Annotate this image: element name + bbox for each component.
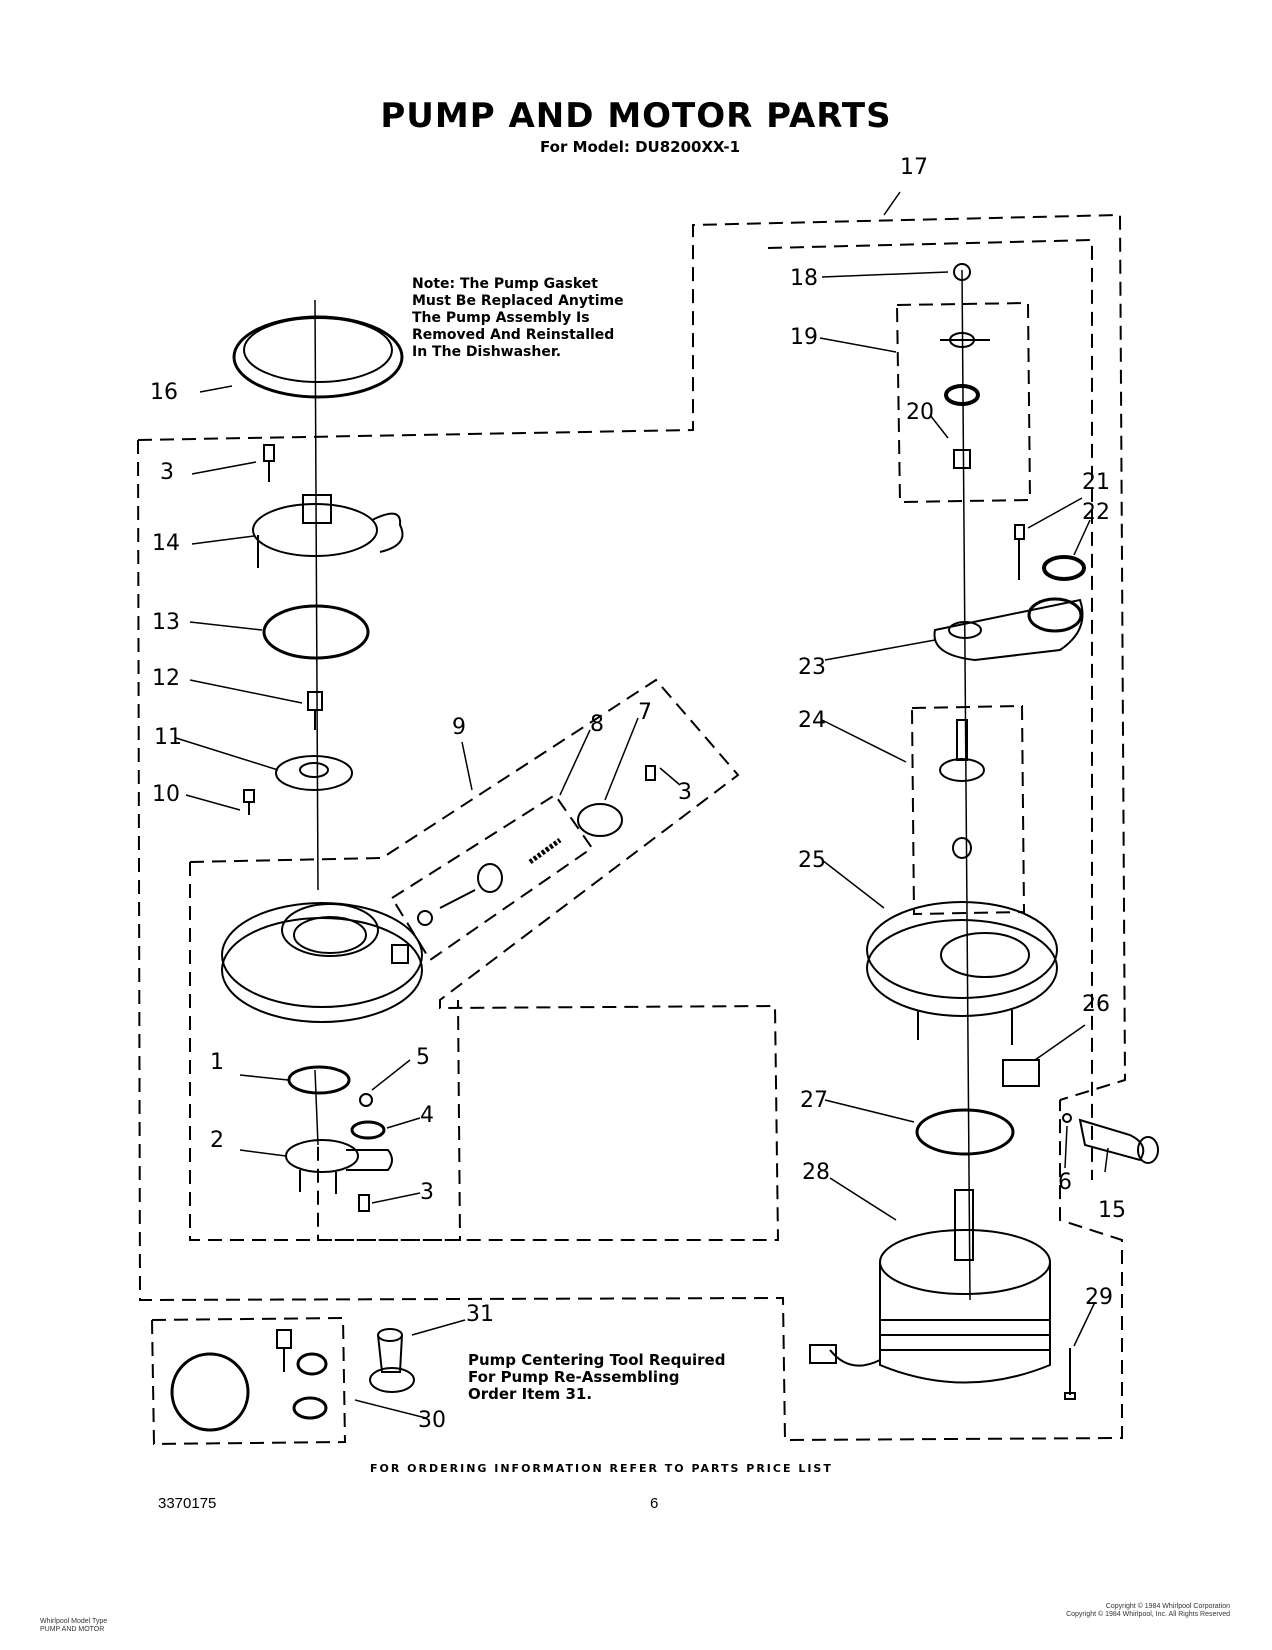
pump-gasket-part [232, 315, 404, 399]
callout-11: 11 [154, 725, 182, 750]
ball-part-5 [359, 1093, 373, 1107]
callout-29: 29 [1085, 1285, 1113, 1310]
gasket-part-22 [1042, 555, 1086, 581]
impeller-part-11 [275, 755, 353, 791]
washer-part-6 [1062, 1113, 1072, 1123]
callout-10: 10 [152, 782, 180, 807]
bearing-parts-24 [939, 719, 985, 859]
kit-parts-30 [170, 1329, 328, 1432]
callout-5: 5 [416, 1045, 430, 1070]
callout-4: 4 [420, 1103, 434, 1128]
inner-pump-outline [189, 862, 462, 1241]
callout-21: 21 [1082, 470, 1110, 495]
screw-part-10 [243, 789, 255, 815]
callout-26: 26 [1082, 992, 1110, 1017]
callout-30: 30 [418, 1408, 446, 1433]
callout-14: 14 [152, 531, 180, 556]
callout-15: 15 [1098, 1198, 1126, 1223]
ordering-info-footer: FOR ORDERING INFORMATION REFER TO PARTS … [370, 1462, 833, 1475]
callout-18: 18 [790, 266, 818, 291]
pump-base-part-2 [285, 1139, 393, 1194]
callout-3c: 3 [420, 1180, 434, 1205]
callout-22: 22 [1082, 500, 1110, 525]
screw-part-12 [307, 691, 323, 730]
callout-28: 28 [802, 1160, 830, 1185]
callout-3b: 3 [678, 780, 692, 805]
motor-assembly-outline [767, 238, 1093, 1180]
seal-part-1 [287, 1065, 351, 1095]
sensor-part-15 [1078, 1118, 1159, 1164]
callout-3a: 3 [160, 460, 174, 485]
oring-part-4 [350, 1120, 386, 1140]
small-footer-left: Whirlpool Model Type PUMP AND MOTOR [40, 1618, 108, 1633]
callout-12: 12 [152, 666, 180, 691]
leader-lines [175, 191, 1109, 1419]
motor-mount-part-25 [866, 901, 1058, 1045]
motor-part-28 [809, 1189, 1051, 1384]
callout-7: 7 [638, 700, 652, 725]
parts-kit-outline [150, 1316, 347, 1446]
valve-parts [417, 765, 656, 926]
pump-cover-part [252, 494, 404, 568]
copyright-notice: Copyright © 1984 Whirlpool Corporation C… [1066, 1603, 1230, 1618]
pump-assembly-outline [137, 213, 1127, 1101]
screw-part-21 [1014, 524, 1025, 580]
callout-13: 13 [152, 610, 180, 635]
clip-part-18 [953, 263, 971, 281]
callout-19: 19 [790, 325, 818, 350]
callout-1: 1 [210, 1050, 224, 1075]
callout-24: 24 [798, 708, 826, 733]
screw-part-3a [263, 444, 275, 482]
centering-tool-note: Pump Centering Tool Required For Pump Re… [468, 1351, 726, 1403]
callout-6: 6 [1058, 1170, 1072, 1195]
mounting-plate-part-23 [933, 597, 1084, 662]
screw-part-3c [358, 1194, 370, 1212]
page-title: PUMP AND MOTOR PARTS [380, 96, 892, 136]
seal-parts-19-20 [940, 332, 990, 469]
callout-25: 25 [798, 848, 826, 873]
callout-2: 2 [210, 1128, 224, 1153]
callout-31: 31 [466, 1302, 494, 1327]
callout-17: 17 [900, 155, 928, 180]
assembly-outlines [137, 213, 1127, 1446]
pump-housing-outline [189, 678, 780, 1241]
gasket-note: Note: The Pump Gasket Must Be Replaced A… [412, 276, 624, 360]
axis-lines [314, 269, 971, 1301]
disc-part-27 [915, 1108, 1015, 1156]
callout-20: 20 [906, 400, 934, 425]
callout-23: 23 [798, 655, 826, 680]
bearing-kit-outline [910, 704, 1026, 916]
pump-housing-part [221, 902, 423, 1023]
callout-9: 9 [452, 715, 466, 740]
screw-part-29 [1064, 1348, 1076, 1400]
centering-tool-part-31 [369, 1328, 415, 1393]
page-number: 6 [650, 1495, 659, 1512]
callout-16: 16 [150, 380, 178, 405]
valve-assembly-outline [390, 793, 594, 962]
document-number: 3370175 [158, 1495, 217, 1512]
main-lower-outline [137, 439, 1123, 1442]
callout-8: 8 [590, 712, 604, 737]
gasket-part-13 [262, 604, 370, 660]
model-subtitle: For Model: DU8200XX-1 [540, 138, 741, 156]
callout-27: 27 [800, 1088, 828, 1113]
bracket-part-26 [1002, 1059, 1040, 1087]
